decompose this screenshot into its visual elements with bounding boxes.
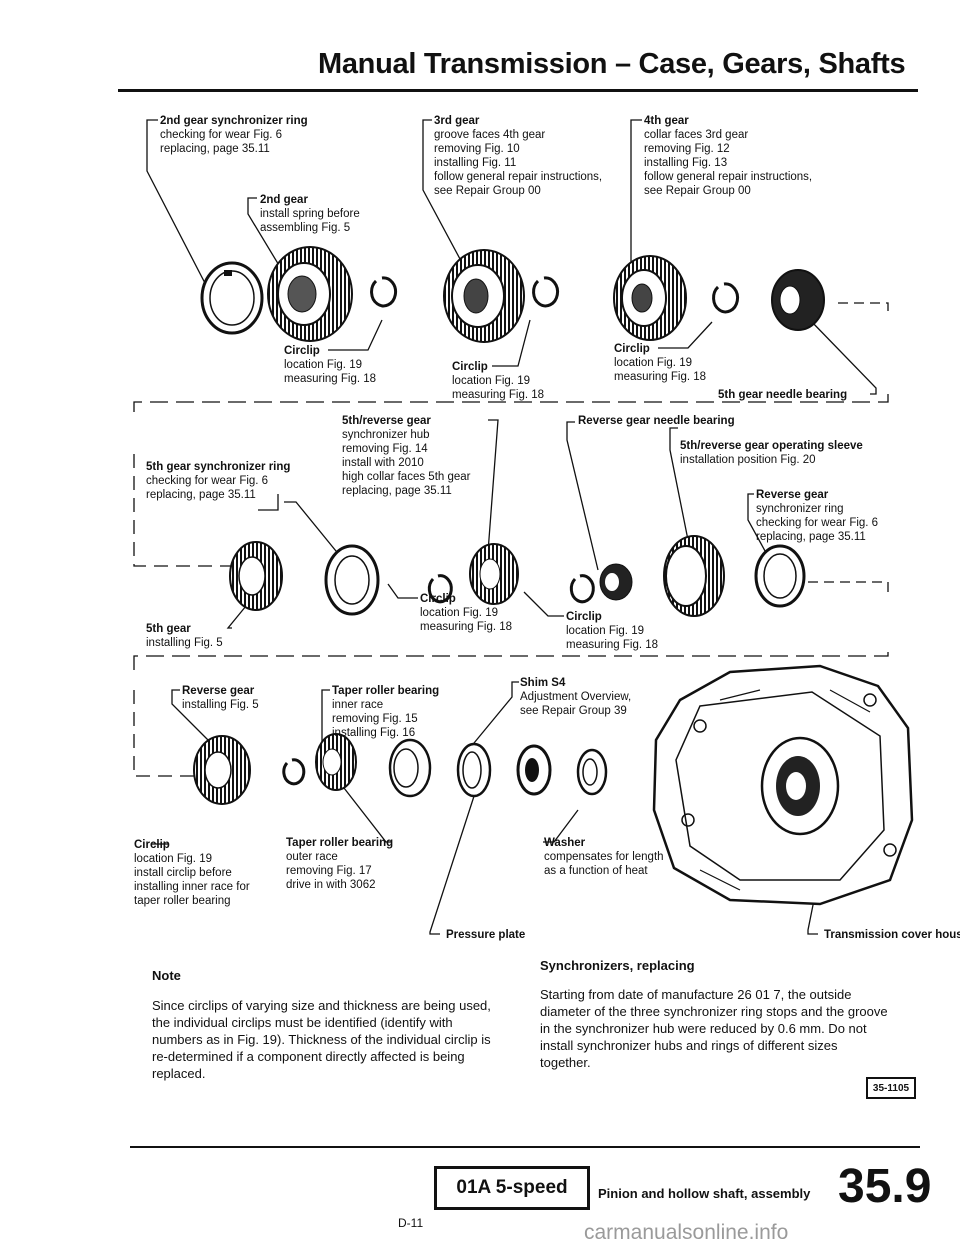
second-gear (267, 246, 353, 342)
synchronizers-body: Starting from date of manufacture 26 01 … (540, 987, 888, 1070)
model-label: 01A 5-speed (434, 1166, 590, 1210)
second-gear-synchronizer-ring (200, 261, 264, 335)
circlip-ring (532, 276, 560, 308)
washer (576, 748, 608, 796)
note-heading: Note (152, 968, 181, 983)
synchronizer-hub (469, 543, 519, 605)
callout-washer: Washer compensates for length as a funct… (544, 837, 664, 877)
callout-taper-roller-bearing-inner-race: Taper roller bearing inner race removing… (332, 685, 440, 739)
callout-circlip-4: Circlip location Fig. 19 measuring Fig. … (420, 593, 513, 633)
callout-circlip-1: Circlip location Fig. 19 measuring Fig. … (284, 345, 377, 385)
callout-2nd-gear: 2nd gear install spring before assemblin… (260, 194, 360, 234)
shim (456, 742, 492, 798)
callout-reverse-gear-needle-bearing: Reverse gear needle bearing (578, 415, 735, 427)
note-body: Since circlips of varying size and thick… (152, 998, 491, 1081)
fifth-gear-needle-bearing (771, 269, 825, 331)
callout-transmission-cover-housing: Transmission cover housing (824, 929, 960, 941)
callout-circlip-2: Circlip location Fig. 19 measuring Fig. … (452, 361, 545, 401)
callout-5th-gear-needle-bearing: 5th gear needle bearing (718, 389, 848, 401)
callout-circlip-3: Circlip location Fig. 19 measuring Fig. … (614, 343, 707, 383)
page-number: 35.9 (838, 1160, 932, 1213)
callout-pressure-plate: Pressure plate (446, 929, 526, 941)
circlip-ring (370, 276, 398, 308)
callout-3rd-gear: 3rd gear groove faces 4th gear removing … (434, 115, 603, 197)
pressure-plate (516, 744, 552, 796)
header-rule (118, 89, 918, 92)
reverse-gear (193, 735, 251, 805)
callout-circlip-5: Circlip location Fig. 19 measuring Fig. … (566, 611, 659, 651)
circlip-ring (282, 758, 306, 786)
page-title: Manual Transmission – Case, Gears, Shaft… (318, 48, 906, 80)
fifth-gear (229, 541, 283, 611)
fourth-gear (613, 255, 687, 341)
callout-shim-s4: Shim S4 Adjustment Overview, see Repair … (520, 677, 632, 717)
footer-rule (130, 1146, 920, 1148)
callout-reverse-gear: Reverse gear installing Fig. 5 (182, 685, 259, 711)
callout-taper-roller-bearing-outer-race: Taper roller bearing outer race removing… (286, 837, 394, 891)
callout-5th-reverse-synchronizer-hub: 5th/reverse gear synchronizer hub removi… (342, 415, 471, 497)
taper-roller-bearing-inner-race (315, 733, 357, 791)
taper-roller-bearing-outer-race (388, 738, 432, 798)
circlip-ring (427, 574, 453, 604)
fifth-gear-synchronizer-ring (324, 544, 380, 616)
third-gear (443, 249, 525, 343)
watermark: carmanualsonline.info (584, 1221, 789, 1244)
page-reference: D-11 (398, 1216, 424, 1230)
callout-circlip-6: Circlip location Fig. 19 install circlip… (134, 839, 250, 907)
callout-5th-gear-synchronizer-ring: 5th gear synchronizer ring checking for … (146, 461, 291, 501)
callout-5th-gear: 5th gear installing Fig. 5 (146, 623, 223, 649)
circlip-ring (569, 574, 595, 604)
reverse-gear-synchronizer-ring (754, 544, 806, 608)
figure-id-badge: 35-1105 (866, 1077, 916, 1099)
operating-sleeve (663, 535, 725, 617)
reverse-gear-needle-bearing (599, 563, 633, 601)
circlip-ring (712, 282, 740, 314)
transmission-cover-housing (652, 664, 914, 906)
callout-4th-gear: 4th gear collar faces 3rd gear removing … (644, 115, 813, 197)
synchronizers-heading: Synchronizers, replacing (540, 958, 695, 973)
callout-2nd-gear-synchronizer-ring: 2nd gear synchronizer ring checking for … (160, 115, 308, 155)
callout-5th-reverse-operating-sleeve: 5th/reverse gear operating sleeve instal… (680, 440, 863, 466)
leader-lines (133, 119, 889, 935)
callout-reverse-gear-synchronizer-ring: Reverse gear synchronizer ring checking … (756, 489, 879, 543)
section-label: Pinion and hollow shaft, assembly (598, 1186, 811, 1201)
